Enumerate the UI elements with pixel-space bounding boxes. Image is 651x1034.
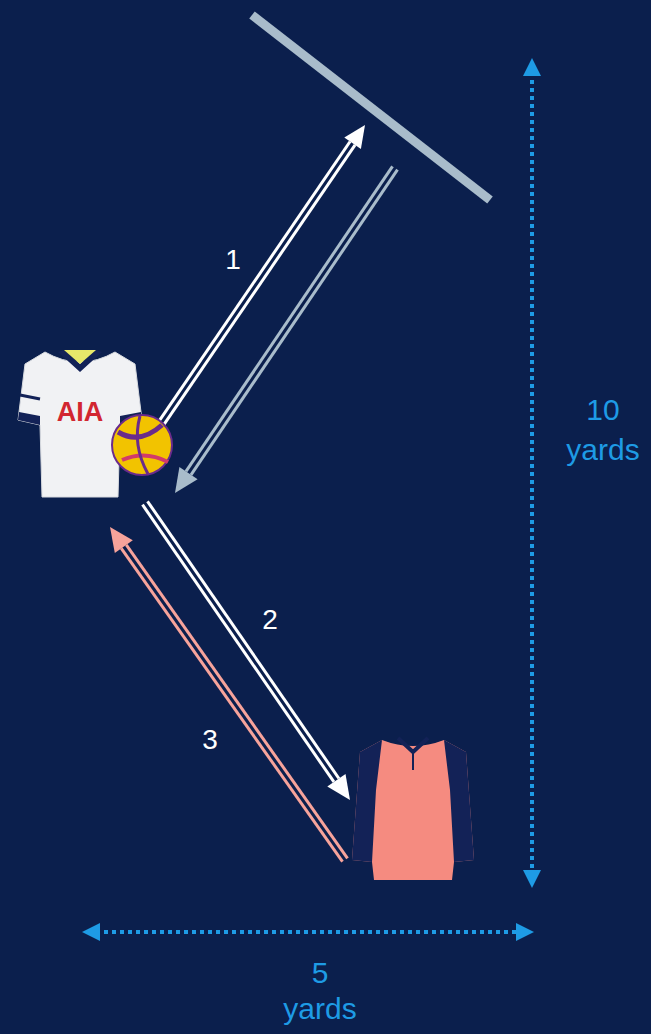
callout-number: 3 bbox=[195, 723, 225, 757]
return-pass-arrow bbox=[110, 527, 348, 862]
callout-number: 2 bbox=[255, 603, 285, 637]
pass-arrow bbox=[158, 125, 366, 427]
dimension-label: 10 yards bbox=[559, 390, 647, 470]
pass-arrow bbox=[143, 501, 351, 800]
rebound-arrow bbox=[175, 166, 398, 493]
sponsor-text: AIA bbox=[48, 396, 112, 428]
rebound-board bbox=[252, 15, 490, 200]
player-training-top bbox=[352, 738, 474, 880]
dimension-line bbox=[523, 58, 541, 888]
callout-number: 1 bbox=[218, 243, 248, 277]
dimension-line bbox=[82, 923, 534, 941]
football bbox=[112, 415, 172, 475]
dimension-label: 5 yards bbox=[274, 955, 366, 1027]
